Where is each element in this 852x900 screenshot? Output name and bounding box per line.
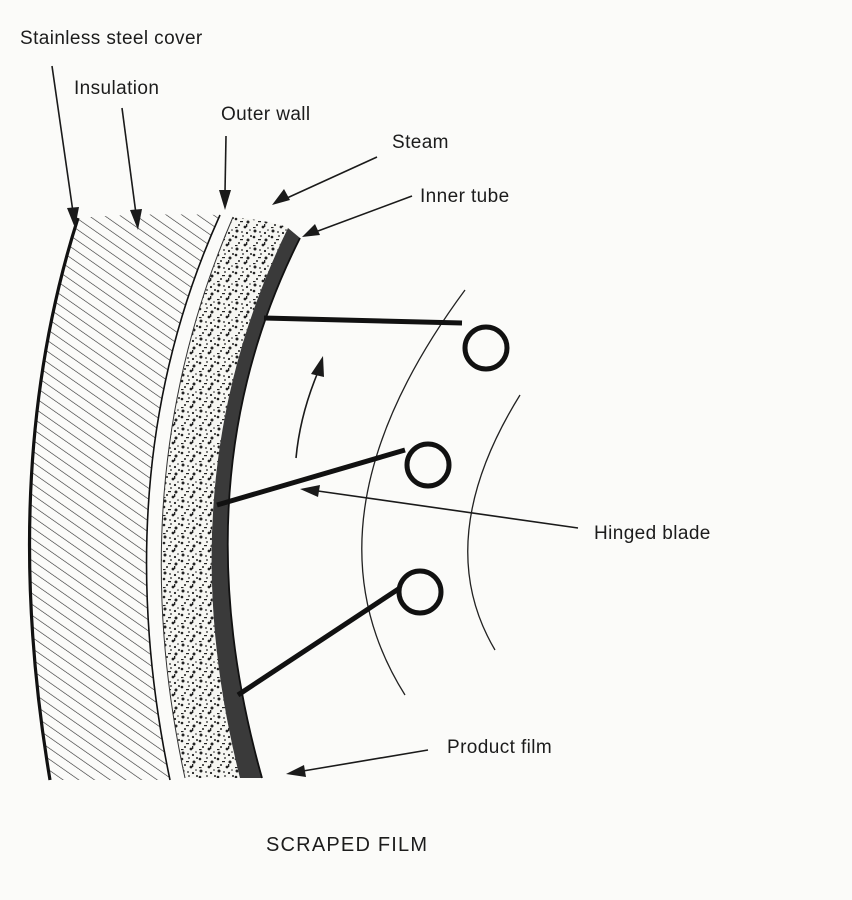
rotation-direction-arrow: [295, 356, 324, 459]
leader-product-film: [286, 749, 429, 777]
leader-stainless-steel-cover: [51, 65, 79, 228]
leader-hinged-blade: [300, 485, 579, 529]
rotation-arc-inner: [361, 289, 466, 696]
label-product-film: Product film: [447, 737, 552, 758]
leader-insulation: [121, 107, 142, 230]
hinged-blade-bottom: [236, 568, 444, 698]
inner-tube-surface: [226, 237, 301, 779]
steam-layer: [161, 217, 288, 778]
hinged-blade-top: [263, 315, 510, 372]
leader-steam: [272, 156, 378, 205]
diagram-caption: SCRAPED FILM: [266, 834, 428, 856]
label-steam: Steam: [392, 132, 449, 153]
rotation-arc-outer: [467, 394, 521, 651]
stainless-steel-cover-line: [27, 217, 80, 781]
label-outer-wall: Outer wall: [221, 104, 311, 125]
hinged-blade-middle: [216, 441, 452, 508]
leader-outer-wall: [219, 135, 231, 210]
outer-wall-line: [145, 214, 221, 781]
label-inner-tube: Inner tube: [420, 186, 510, 207]
insulation-layer: [29, 214, 220, 780]
label-insulation: Insulation: [74, 78, 159, 99]
label-hinged-blade: Hinged blade: [594, 523, 711, 544]
steam-layer-edge: [160, 216, 234, 779]
label-stainless-steel-cover: Stainless steel cover: [20, 28, 203, 49]
leader-inner-tube: [302, 195, 413, 237]
